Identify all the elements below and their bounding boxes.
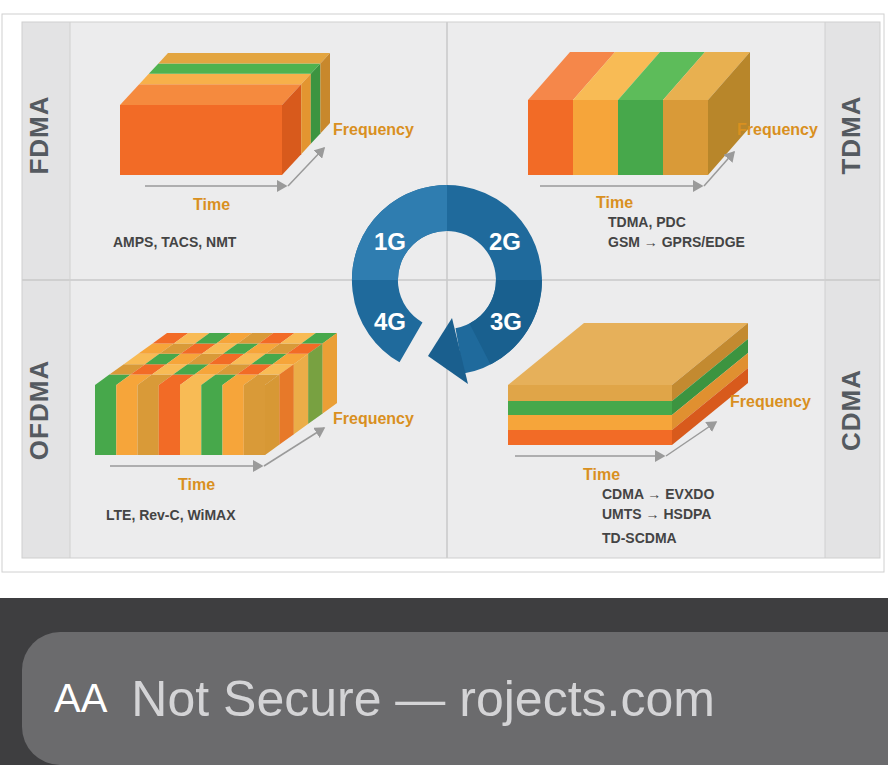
ofdma-cell [159, 385, 180, 455]
fdma-block [120, 53, 330, 186]
generation-label: 3G [490, 308, 522, 336]
address-bar: AA Not Secure — rojects.com [22, 632, 888, 765]
ofdma-cell [95, 385, 116, 455]
technology-list: TD-SCDMA [602, 530, 677, 546]
technology-list: UMTS → HSDPA [602, 506, 711, 522]
axis-label: Frequency [333, 410, 414, 428]
generation-label: 1G [374, 228, 406, 256]
access-method-label: FDMA [25, 95, 55, 174]
axis-label: Frequency [333, 121, 414, 139]
axis-label: Time [583, 466, 620, 484]
tdma-block [528, 52, 750, 186]
ofdma-cell [244, 385, 265, 455]
generation-label: 4G [374, 308, 406, 336]
ofdma-cell [138, 385, 159, 455]
axis-label: Time [596, 194, 633, 212]
browser-toolbar [0, 598, 888, 765]
cdma-block [508, 323, 748, 456]
axis-label: Time [178, 476, 215, 494]
ofdma-block [95, 333, 337, 466]
generation-label: 2G [489, 228, 521, 256]
axis-label: Time [193, 196, 230, 214]
technology-list: CDMA → EVXDO [602, 486, 714, 502]
axis-label: Frequency [737, 121, 818, 139]
ofdma-cell [223, 385, 244, 455]
ofdma-cell [180, 385, 201, 455]
access-method-label: CDMA [837, 369, 867, 451]
technology-list: TDMA, PDC [608, 214, 686, 230]
axis-label: Frequency [730, 393, 811, 411]
text-size-button: AA [54, 676, 107, 721]
ofdma-cell [116, 385, 137, 455]
ofdma-cell [201, 385, 222, 455]
technology-list: GSM → GPRS/EDGE [608, 234, 745, 250]
url-text: Not Secure — rojects.com [131, 670, 715, 728]
technology-list: AMPS, TACS, NMT [113, 234, 236, 250]
access-method-label: TDMA [837, 95, 867, 174]
access-method-label: OFDMA [25, 360, 55, 460]
technology-list: LTE, Rev-C, WiMAX [106, 507, 236, 523]
